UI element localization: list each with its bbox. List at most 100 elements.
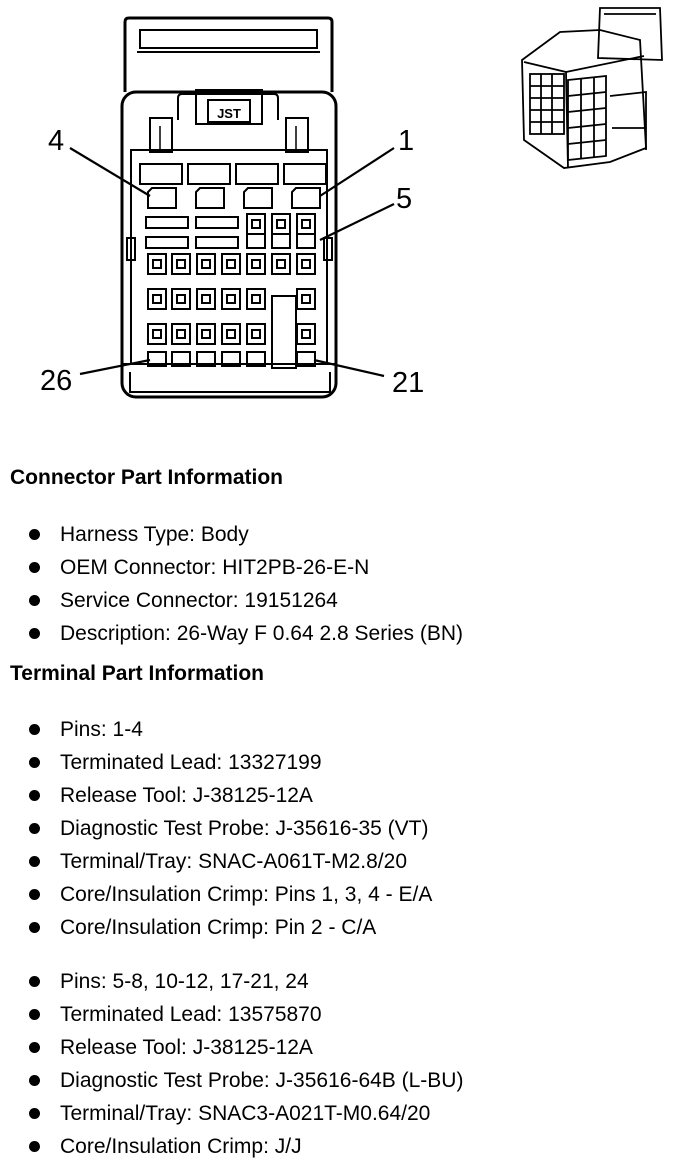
terminal-cavity-inner: [226, 294, 236, 304]
terminal-cavity-inner: [152, 259, 162, 269]
terminal-cavity: [171, 323, 191, 345]
callout-pin-1: 1: [398, 125, 414, 157]
callout-pin-4: 4: [48, 125, 64, 157]
terminal-cavity: [246, 351, 266, 367]
bullet-icon: [29, 976, 40, 987]
list-item: Core/Insulation Crimp: Pins 1, 3, 4 - E/…: [0, 878, 432, 911]
list-item: Harness Type: Body: [0, 518, 463, 551]
blank-slot: [195, 236, 239, 249]
terminal-cavity: [296, 323, 316, 345]
terminal-cavity: [171, 351, 191, 367]
list-item: Diagnostic Test Probe: J-35616-35 (VT): [0, 812, 432, 845]
list-item: Pins: 1-4: [0, 713, 432, 746]
terminal-cavity: [246, 213, 266, 235]
terminal-cavity: [221, 323, 241, 345]
terminal-cavity-inner: [152, 329, 162, 339]
list-item-text: Pins: 1-4: [60, 718, 143, 741]
callout-pin-5: 5: [396, 183, 412, 215]
list-item-text: Diagnostic Test Probe: J-35616-64B (L-BU…: [60, 1069, 464, 1092]
list-item-text: Release Tool: J-38125-12A: [60, 1036, 313, 1059]
bullet-icon: [29, 757, 40, 768]
terminal-cavity-inner: [301, 294, 311, 304]
logo-text: JST: [217, 106, 241, 121]
list-item-text: Diagnostic Test Probe: J-35616-35 (VT): [60, 817, 429, 840]
bullet-icon: [29, 595, 40, 606]
terminal-cavity: [196, 253, 216, 275]
list-item-text: Harness Type: Body: [60, 523, 249, 546]
list-item-text: Terminated Lead: 13575870: [60, 1003, 322, 1026]
list-item: Diagnostic Test Probe: J-35616-64B (L-BU…: [0, 1064, 463, 1097]
list-item: Release Tool: J-38125-12A: [0, 1031, 463, 1064]
list-item-text: Pins: 5-8, 10-12, 17-21, 24: [60, 970, 309, 993]
terminal-cavity: [147, 323, 167, 345]
terminal-cavity-inner: [201, 259, 211, 269]
terminal-cavity: [246, 253, 266, 275]
terminal-cavity: [271, 233, 291, 249]
list-item-text: Description: 26-Way F 0.64 2.8 Series (B…: [60, 622, 464, 645]
bullet-icon: [29, 1141, 40, 1152]
list-item: Terminated Lead: 13575870: [0, 998, 463, 1031]
bullet-icon: [29, 790, 40, 801]
terminal-cavity: [246, 288, 266, 310]
bullet-icon: [29, 529, 40, 540]
terminal-cavity: [296, 213, 316, 235]
list-item: OEM Connector: HIT2PB-26-E-N: [0, 551, 463, 584]
terminal-cavity-inner: [201, 329, 211, 339]
terminal-cavity-inner: [226, 259, 236, 269]
terminal-cavity: [221, 288, 241, 310]
callout-pin-26: 26: [40, 365, 72, 397]
terminal-cavity: [271, 213, 291, 235]
terminal-cavity: [196, 288, 216, 310]
connector-part-heading: Connector Part Information: [10, 466, 284, 489]
list-item-text: Service Connector: 19151264: [60, 589, 338, 612]
terminal-cavity: [221, 351, 241, 367]
terminal-cavity: [296, 351, 316, 367]
list-item: Terminal/Tray: SNAC3-A021T-M0.64/20: [0, 1097, 463, 1130]
terminal-cavity-inner: [176, 329, 186, 339]
terminal-cavity: [296, 288, 316, 310]
terminal-cavity: [246, 233, 266, 249]
list-item-text: Core/Insulation Crimp: Pin 2 - C/A: [60, 916, 377, 939]
terminal-cavity-inner: [301, 329, 311, 339]
connector-perspective-icon: [521, 7, 663, 169]
terminal-cavity: [147, 288, 167, 310]
blank-slot: [145, 236, 189, 249]
bullet-icon: [29, 1075, 40, 1086]
terminal-cavity: [296, 253, 316, 275]
list-item: Service Connector: 19151264: [0, 584, 463, 617]
bullet-icon: [29, 724, 40, 735]
terminal-cavity-inner: [226, 329, 236, 339]
terminal-cavity: [246, 323, 266, 345]
terminal-cavity-inner: [301, 219, 311, 229]
terminal-cavity: [221, 253, 241, 275]
terminal-cavity-inner: [301, 259, 311, 269]
bullet-icon: [29, 823, 40, 834]
list-item-text: Core/Insulation Crimp: J/J: [60, 1135, 302, 1158]
blank-slot: [145, 216, 189, 229]
list-item-text: Release Tool: J-38125-12A: [60, 784, 313, 807]
terminal-part-list: Pins: 5-8, 10-12, 17-21, 24 Terminated Le…: [0, 965, 463, 1163]
terminal-cavity-inner: [276, 259, 286, 269]
terminal-cavity: [171, 253, 191, 275]
terminal-cavity: [196, 351, 216, 367]
callout-pin-21: 21: [392, 367, 424, 399]
list-item: Pins: 5-8, 10-12, 17-21, 24: [0, 965, 463, 998]
list-item: Terminal/Tray: SNAC-A061T-M2.8/20: [0, 845, 432, 878]
list-item: Core/Insulation Crimp: J/J: [0, 1130, 463, 1163]
bullet-icon: [29, 562, 40, 573]
bullet-icon: [29, 1108, 40, 1119]
terminal-cavity: [147, 351, 167, 367]
list-item: Release Tool: J-38125-12A: [0, 779, 432, 812]
terminal-cavity-inner: [251, 219, 261, 229]
bullet-icon: [29, 1009, 40, 1020]
list-item: Core/Insulation Crimp: Pin 2 - C/A: [0, 911, 432, 944]
terminal-cavity: [147, 253, 167, 275]
terminal-cavity: [171, 288, 191, 310]
list-item: Description: 26-Way F 0.64 2.8 Series (B…: [0, 617, 463, 650]
terminal-cavity-inner: [176, 259, 186, 269]
blank-slot: [195, 216, 239, 229]
terminal-cavity-inner: [201, 294, 211, 304]
terminal-cavity-inner: [176, 294, 186, 304]
